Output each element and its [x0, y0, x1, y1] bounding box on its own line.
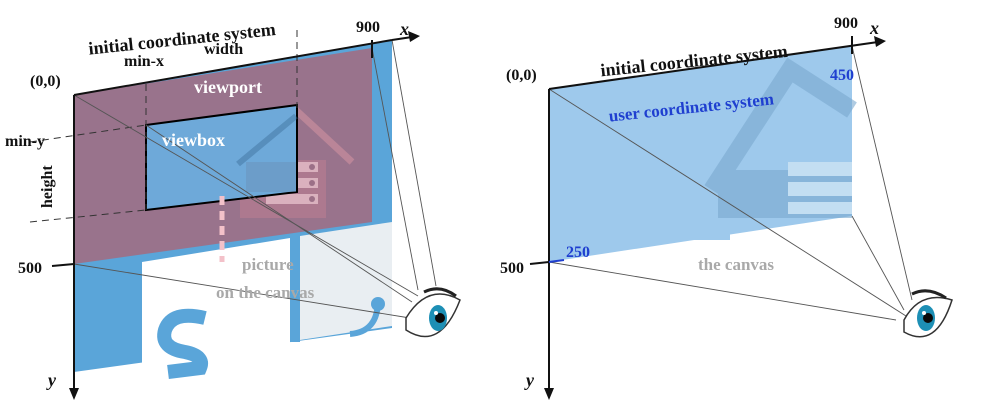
min-y-guide — [29, 124, 147, 143]
left-x-arrow — [408, 31, 420, 42]
picture-label-line2: on the canvas — [216, 283, 315, 302]
user-tick-250 — [548, 259, 565, 263]
left-canvas-white-panel — [142, 238, 290, 368]
canvas-dot — [371, 297, 385, 311]
left-title: initial coordinate system — [88, 19, 277, 59]
left-y-tick-500 — [51, 263, 75, 267]
user-y-max-label: 250 — [566, 244, 590, 261]
height-label: height — [39, 165, 56, 208]
house-icon-in-viewbox — [236, 113, 298, 192]
right-origin-label: (0,0) — [506, 67, 537, 84]
picture-label-line1: picture — [242, 255, 294, 274]
height-end-guide — [29, 209, 147, 223]
canvas-letter-s-shape — [157, 308, 208, 379]
left-x-axis-ext — [391, 36, 413, 41]
viewport-label: viewport — [194, 77, 262, 97]
right-x-axis-label: x — [869, 18, 879, 38]
left-x-axis-label: x — [399, 19, 409, 39]
min-x-label: min-x — [124, 53, 164, 70]
left-y-arrow — [69, 388, 79, 400]
viewbox-label: viewbox — [162, 130, 225, 150]
right-x-max-label: 900 — [834, 15, 858, 32]
left-panel: initial coordinate system (0,0) 900 x 50… — [5, 19, 461, 400]
width-label: width — [204, 41, 243, 58]
left-x-axis — [73, 39, 393, 96]
left-eye-icon — [405, 287, 461, 338]
left-origin-label: (0,0) — [30, 73, 61, 90]
left-canvas-light-panel — [300, 222, 392, 340]
right-y-axis-label: y — [524, 370, 535, 390]
left-canvas-blue-bar — [290, 234, 300, 342]
left-x-max-label: 900 — [356, 19, 380, 36]
left-projection-lines — [73, 39, 437, 319]
right-x-arrow — [874, 36, 886, 47]
user-plane-overflow-hint — [690, 232, 730, 240]
right-y-max-label: 500 — [500, 260, 524, 277]
user-x-max-label: 450 — [830, 67, 854, 84]
right-panel: initial coordinate system (0,0) 900 x 50… — [500, 15, 953, 400]
right-y-tick-500 — [529, 261, 550, 265]
right-y-arrow — [544, 388, 554, 400]
right-projection-lines — [548, 45, 913, 321]
min-y-label: min-y — [5, 133, 45, 150]
right-x-axis — [548, 41, 879, 90]
user-house-icon — [704, 57, 857, 218]
left-y-max-label: 500 — [18, 260, 42, 277]
left-y-axis-label: y — [46, 370, 57, 390]
right-eye-icon — [903, 289, 953, 338]
canvas-label: the canvas — [698, 255, 774, 274]
